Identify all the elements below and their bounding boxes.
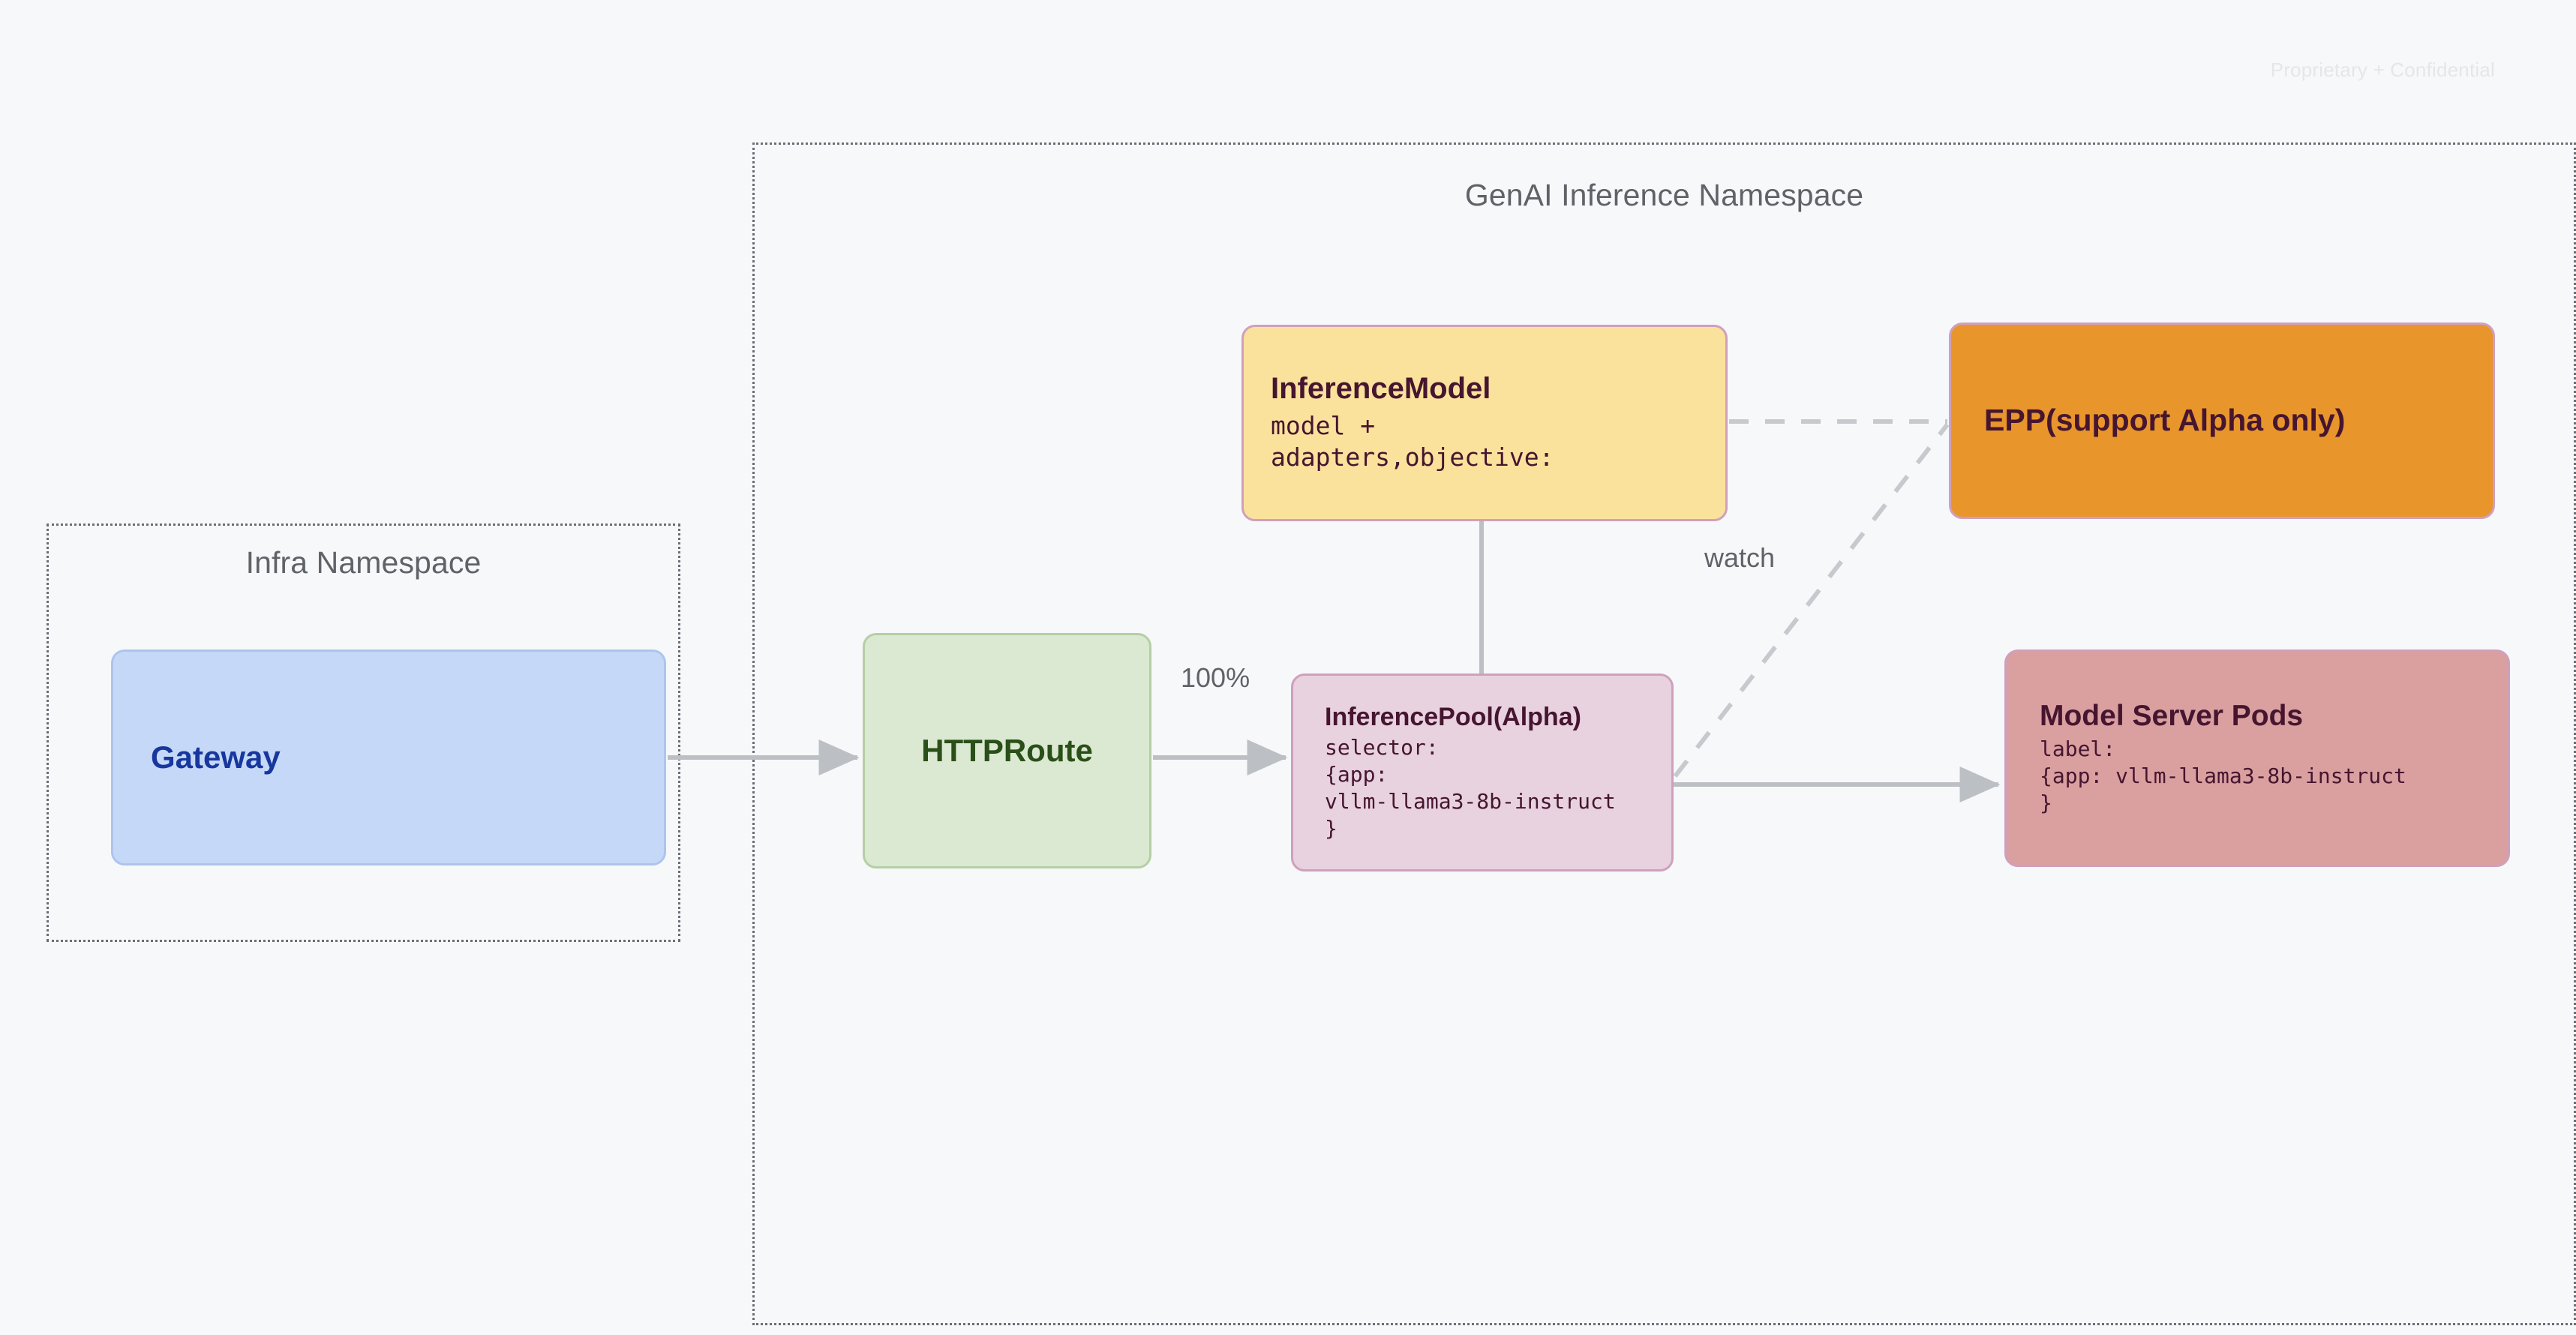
node-inferencemodel[interactable]: InferenceModel model + adapters,objectiv… [1241, 325, 1728, 521]
namespace-genai-title: GenAI Inference Namespace [1464, 178, 1864, 212]
namespace-infra-title: Infra Namespace [245, 545, 482, 580]
node-modelserverpods[interactable]: Model Server Pods label: {app: vllm-llam… [2004, 650, 2510, 867]
node-gateway[interactable]: Gateway [111, 650, 666, 866]
namespace-genai: GenAI Inference Namespace [752, 142, 2576, 1325]
node-modelserverpods-title: Model Server Pods [2040, 700, 2304, 733]
edge-label-100-percent: 100% [1181, 662, 1250, 693]
node-inferencemodel-title: InferenceModel [1271, 372, 1491, 406]
namespace-infra: Infra Namespace [47, 524, 680, 942]
edge-label-watch: watch [1704, 542, 1776, 573]
node-gateway-title: Gateway [151, 740, 281, 776]
node-httproute[interactable]: HTTPRoute [863, 633, 1151, 868]
node-inferencemodel-body: model + adapters,objective: [1271, 411, 1554, 472]
node-modelserverpods-body: label: {app: vllm-llama3-8b-instruct } [2040, 736, 2406, 815]
node-inferencepool-body: selector: {app: vllm-llama3-8b-instruct … [1325, 735, 1616, 841]
node-httproute-title: HTTPRoute [921, 733, 1093, 769]
node-inferencepool-title: InferencePool(Alpha) [1325, 703, 1581, 732]
node-epp-title: EPP(support Alpha only) [1984, 403, 2346, 438]
confidentiality-watermark: Proprietary + Confidential [2270, 58, 2495, 81]
node-epp[interactable]: EPP(support Alpha only) [1949, 322, 2495, 519]
node-inferencepool[interactable]: InferencePool(Alpha) selector: {app: vll… [1291, 674, 1674, 872]
